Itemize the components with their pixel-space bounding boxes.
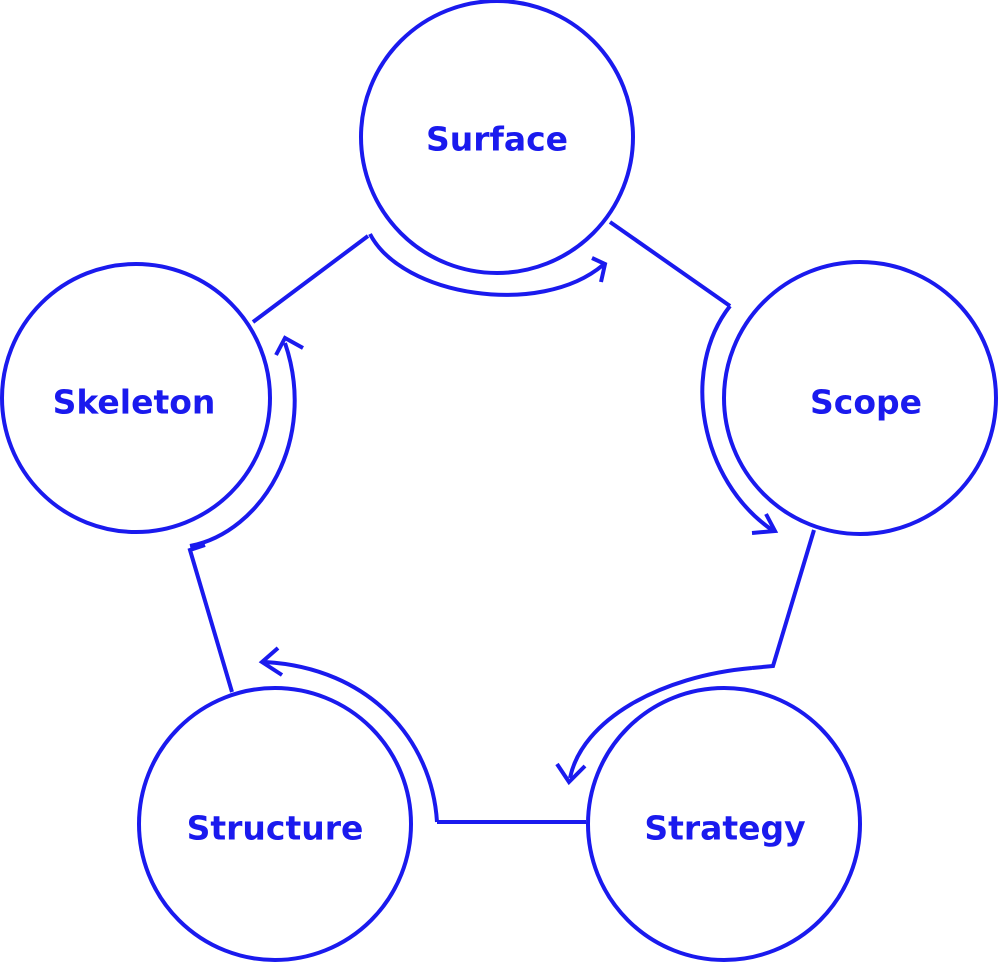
arrow-arc-skeleton [189,342,297,548]
connector-scope-strategy [751,529,816,670]
node-strategy-label: Strategy [644,809,805,848]
arrowhead-scope-icon [751,513,779,535]
flow-arrows [189,233,779,823]
node-surface: Surface [359,0,635,275]
node-structure: Structure [137,686,413,962]
connector-skeleton-surface [251,234,370,324]
node-scope: Scope [722,260,998,536]
arrow-arc-strategy [568,666,753,779]
arrow-arc-surface [368,233,605,297]
arrowhead-structure-icon [258,646,284,677]
arrow-arc-scope [700,304,774,532]
node-scope-circle [722,260,998,536]
arrowhead-strategy-icon [555,762,587,786]
connectors [187,220,816,824]
node-structure-circle [137,686,413,962]
node-skeleton-circle [0,262,272,534]
arrow-arc-structure [264,660,439,823]
node-structure-label: Structure [187,809,364,848]
connector-surface-scope [608,220,732,308]
node-surface-label: Surface [426,120,568,159]
node-strategy: Strategy [586,686,862,962]
node-scope-label: Scope [810,383,922,422]
node-surface-circle [359,0,635,275]
connector-structure-skeleton [187,543,234,693]
arrowhead-skeleton-icon [274,335,304,356]
node-skeleton-label: Skeleton [53,383,216,422]
node-skeleton: Skeleton [0,262,272,534]
arrowhead-surface-icon [591,256,608,283]
node-strategy-circle [586,686,862,962]
